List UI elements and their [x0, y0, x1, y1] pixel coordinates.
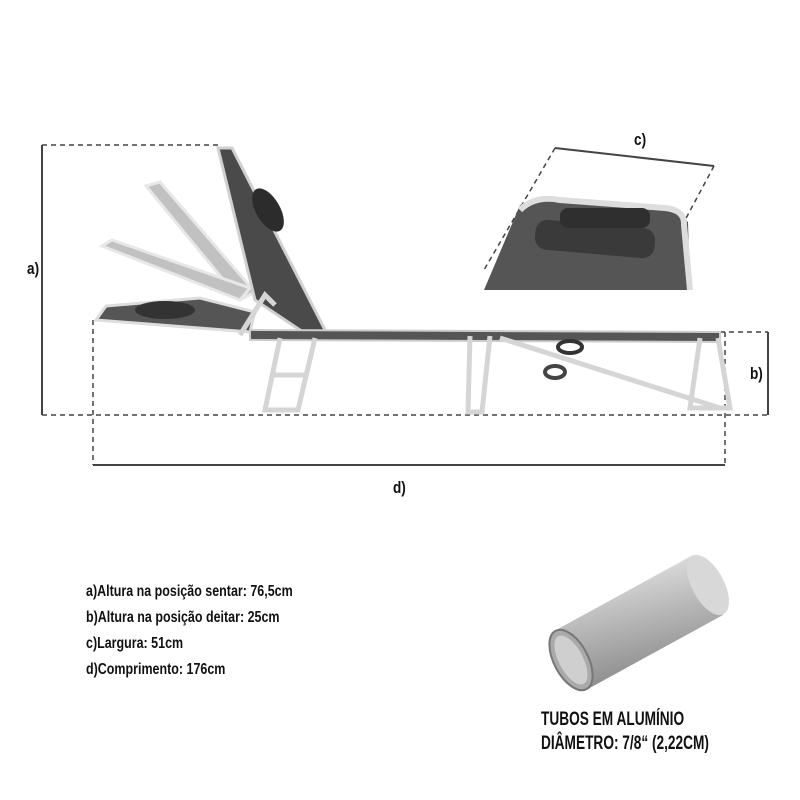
pillow-icon [252, 188, 284, 232]
strap-loop [556, 339, 584, 355]
label-d: d) [393, 478, 406, 497]
spec-list: a)Altura na posição sentar: 76,5cm b)Alt… [86, 579, 293, 683]
strap-loop [543, 364, 567, 380]
spec-item: b)Altura na posição deitar: 25cm [86, 609, 280, 626]
tube-diameter: DIÂMETRO: 7/8“ (2,22CM) [541, 733, 709, 754]
label-a: a) [27, 259, 40, 278]
label-b: b) [750, 364, 763, 383]
legs [237, 291, 733, 415]
pillow-icon [135, 301, 195, 319]
aluminium-tube-icon [548, 554, 729, 692]
spec-item: d)Comprimento: 176cm [86, 661, 226, 678]
spec-item: c)Largura: 51cm [86, 635, 184, 652]
spec-item: a)Altura na posição sentar: 76,5cm [86, 583, 293, 600]
tube-material: TUBOS EM ALUMÍNIO [541, 709, 685, 730]
headrest-detail-inset [484, 195, 693, 291]
label-c: c) [634, 130, 647, 149]
dimension-c [483, 147, 715, 271]
dimension-a [41, 144, 770, 416]
dimension-d [92, 320, 726, 466]
dimension-b [720, 331, 769, 415]
seat [249, 328, 721, 344]
tube-caption: TUBOS EM ALUMÍNIO DIÂMETRO: 7/8“ (2,22CM… [541, 708, 709, 756]
